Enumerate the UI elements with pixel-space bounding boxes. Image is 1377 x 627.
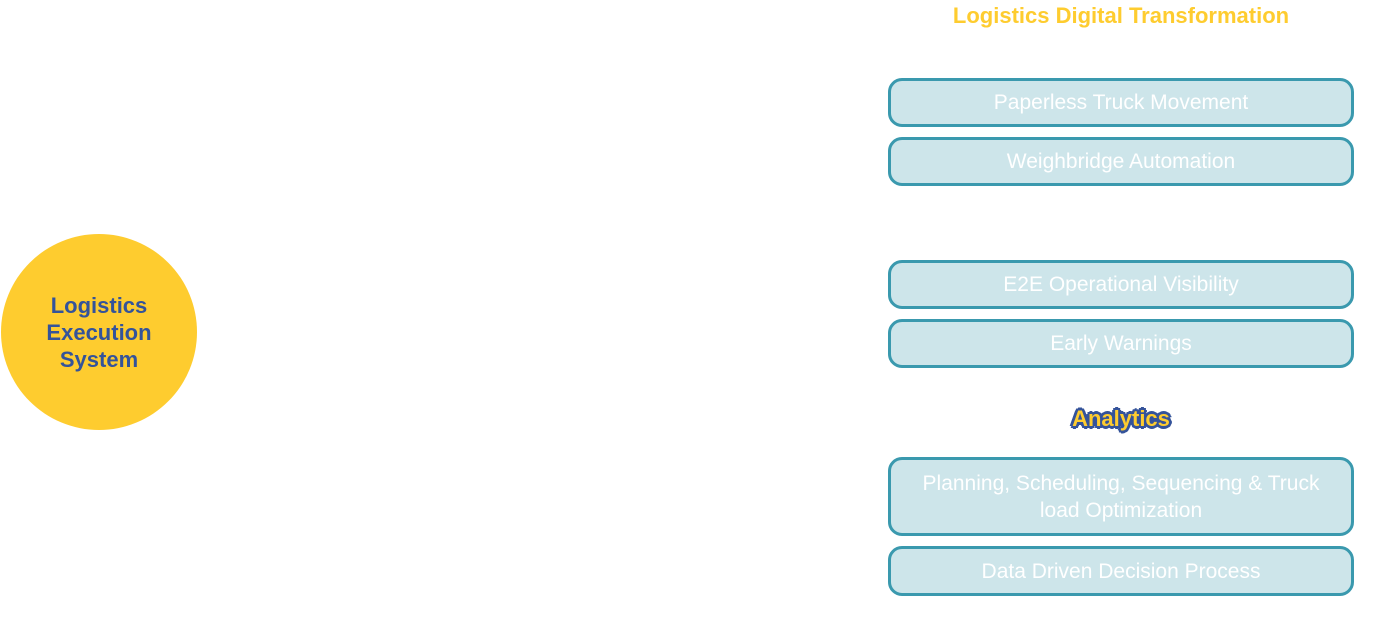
feature-box-paperless-truck-movement: Paperless Truck Movement	[888, 78, 1354, 127]
feature-label: Early Warnings	[1050, 332, 1192, 355]
feature-box-planning-optimization: Planning, Scheduling, Sequencing & Truck…	[888, 457, 1354, 536]
feature-box-early-warnings: Early Warnings	[888, 319, 1354, 368]
digital-transformation-title: Logistics Digital Transformation	[952, 3, 1290, 28]
hub-label: Logistics Execution System	[46, 292, 152, 372]
feature-box-weighbridge-automation: Weighbridge Automation	[888, 137, 1354, 186]
logistics-execution-system-node: Logistics Execution System	[1, 234, 197, 430]
feature-box-data-driven-decisions: Data Driven Decision Process	[888, 546, 1354, 596]
feature-label: Planning, Scheduling, Sequencing & Truck…	[922, 471, 1320, 522]
feature-label: Weighbridge Automation	[1006, 150, 1236, 173]
analytics-title: Analytics	[1072, 406, 1170, 431]
feature-box-e2e-operational-visibility: E2E Operational Visibility	[888, 260, 1354, 309]
feature-label: E2E Operational Visibility	[1003, 273, 1239, 296]
feature-label: Data Driven Decision Process	[981, 559, 1261, 583]
feature-label: Paperless Truck Movement	[993, 91, 1249, 114]
